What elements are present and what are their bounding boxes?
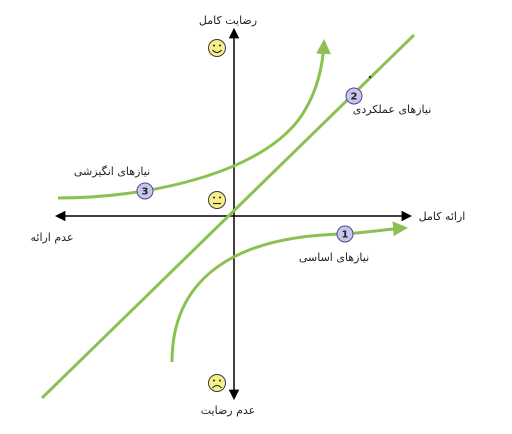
marker-performance-number: 2: [351, 92, 358, 103]
marker-basic: 1: [336, 225, 354, 243]
basic-needs-label: نیازهای اساسی: [299, 251, 369, 264]
sad-face-icon: [208, 374, 226, 392]
marker-basic-number: 1: [342, 230, 349, 241]
performance-needs-label: نیازهای عملکردی: [353, 103, 432, 116]
y-axis-top-label: رضایت کامل: [199, 14, 257, 27]
marker-excitement-number: 3: [142, 187, 149, 198]
neutral-face-icon: [208, 191, 226, 209]
excitement-needs-curve: [57, 39, 331, 200]
line-dot: [368, 75, 372, 79]
marker-excitement: 3: [136, 182, 154, 200]
y-axis-bottom-label: عدم رضایت: [201, 404, 256, 417]
excitement-needs-label: نیازهای انگیزشی: [74, 165, 150, 178]
basic-needs-curve: [170, 221, 408, 363]
happy-face-icon: [208, 39, 226, 57]
x-axis-left-label: عدم ارائه: [30, 231, 73, 244]
x-axis-right-label: ارائه کامل: [419, 210, 466, 223]
marker-performance: 2: [345, 87, 363, 105]
